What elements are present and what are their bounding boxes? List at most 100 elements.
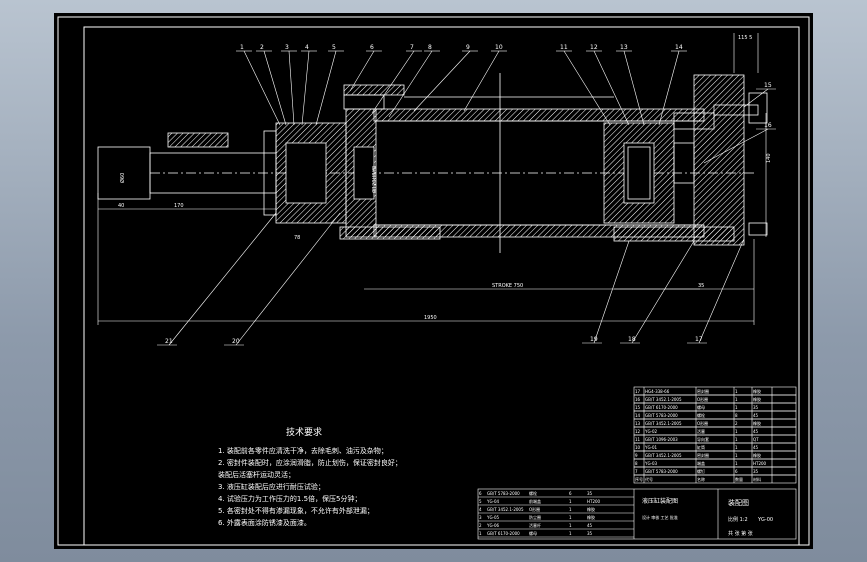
title-cell: 6 (479, 491, 482, 496)
dimensions: 1950 STROKE 750 40 170 35 Ø120H8/f8 Ø60 … (97, 33, 772, 325)
balloon-number: 15 (764, 82, 772, 89)
bom-cell: 1 (735, 405, 738, 410)
note-line: 6. 外露表面涂防锈漆及面漆。 (218, 518, 311, 527)
bom-cell: GB/T 5783-2000 (645, 413, 678, 418)
dim-left2: 170 (174, 203, 184, 209)
bom-cell: 1 (735, 445, 738, 450)
drawing-name: 液压缸装配图 (642, 497, 678, 505)
leader-lines (157, 50, 776, 346)
bom-cell: HG4-338-66 (645, 389, 670, 394)
bom-header-cell: 序号 (635, 476, 643, 482)
bom-cell: YG-02 (644, 429, 658, 434)
dim-top-right: 115 5 (738, 35, 752, 41)
title-cell: 35 (587, 491, 593, 496)
dim-stroke: STROKE 750 (492, 283, 523, 289)
bom-cell: 14 (635, 413, 641, 418)
title-cell: O形圈 (529, 506, 540, 512)
leader-line (388, 50, 433, 118)
leader-line (593, 50, 630, 126)
title-cell: GB/T 6170-2000 (487, 531, 520, 536)
balloon-number: 14 (675, 44, 683, 51)
balloon-number: 10 (495, 44, 503, 51)
title-cell: 前端盖 (529, 498, 541, 504)
bom-cell: 1 (735, 389, 738, 394)
title-cell: 2 (479, 523, 482, 528)
title-cell: YG-06 (486, 523, 500, 528)
leader-line (301, 50, 310, 126)
title-cell: 螺栓 (529, 490, 537, 496)
balloon-number: 20 (232, 338, 240, 345)
technical-notes: 技术要求 1. 装配前各零件应清洗干净，去除毛刺、油污及杂物； 2. 密封件装配时… (218, 426, 402, 527)
bom-cell: GB/T 1096-2003 (645, 437, 678, 442)
bom-cell: 橡胶 (753, 420, 761, 426)
bom-header-cell: 代号 (645, 476, 653, 482)
note-line: 1. 装配前各零件应清洗干净，去除毛刺、油污及杂物； (218, 446, 388, 455)
balloon-number: 11 (560, 44, 568, 51)
bom-cell: 45 (753, 445, 759, 450)
balloon-number: 5 (332, 44, 336, 51)
bom-cell: 16 (635, 397, 641, 402)
title-block-border (477, 488, 797, 540)
leader-line (413, 50, 471, 112)
balloon-number: 17 (695, 336, 703, 343)
bom-cell: 8 (735, 413, 738, 418)
bom-cell: GB/T 3452.1-2005 (645, 397, 682, 402)
bom-cell: 15 (635, 405, 641, 410)
bom-cell: 橡胶 (753, 388, 761, 394)
bom-cell: 螺钉 (697, 468, 705, 474)
bom-header-cell: 材料 (753, 476, 761, 482)
bom-cell: YG-01 (644, 445, 658, 450)
balloon-number: 3 (285, 44, 289, 51)
bom-cell: 6 (735, 469, 738, 474)
note-line: 5. 各密封处不得有渗漏现象，不允许有外部泄漏； (218, 506, 374, 515)
leader-line (371, 50, 415, 114)
designer-row: 设计 审核 工艺 批准 (642, 514, 678, 520)
leader-line (743, 88, 769, 108)
leader-line (315, 50, 337, 126)
bom-cell: 10 (635, 445, 641, 450)
bom-cell: 缸筒 (697, 444, 705, 450)
title-cell: 螺母 (529, 530, 537, 536)
bom-cell: 1 (735, 453, 738, 458)
bom-cell: 导向套 (697, 436, 709, 442)
balloon-number: 8 (428, 44, 432, 51)
leader-line (263, 50, 287, 126)
drawing-sheet: 1950 STROKE 750 40 170 35 Ø120H8/f8 Ø60 … (54, 13, 813, 549)
balloon-number: 21 (165, 338, 173, 345)
bom-cell: 1 (735, 397, 738, 402)
note-line: 2. 密封件装配时，应涂润滑脂，防止划伤，保证密封良好； (218, 458, 402, 467)
title-cell: 35 (587, 531, 593, 536)
title-cell: 6 (569, 491, 572, 496)
note-line: 3. 液压缸装配后应进行耐压试验； (218, 482, 325, 491)
bom-cell: 1 (735, 429, 738, 434)
title-cell: HT200 (587, 499, 601, 504)
cylinder-barrel (373, 108, 705, 122)
bom-cell: 9 (635, 453, 638, 458)
leader-line (168, 212, 277, 346)
title-cell: 活塞杆 (529, 522, 541, 528)
bom-cell: 活塞 (697, 428, 705, 434)
leader-line (703, 128, 769, 164)
leader-line (563, 50, 611, 126)
dim-vertical-right: 140 (766, 153, 772, 163)
bom-cell: 密封圈 (697, 388, 709, 394)
bom-cell: QT (753, 437, 759, 442)
leader-line (243, 50, 281, 126)
balloon-number: 19 (590, 336, 598, 343)
leader-line (349, 50, 375, 92)
bom-cell: 螺母 (697, 404, 705, 410)
notes-title: 技术要求 (286, 426, 322, 438)
leader-line (593, 240, 630, 344)
bom-cell: 端盖 (697, 460, 705, 466)
bom-header-cell: 名称 (697, 476, 705, 482)
bom-cell: 8 (635, 461, 638, 466)
bom-cell: 橡胶 (753, 452, 761, 458)
bom-cell: GB/T 5783-2000 (645, 469, 678, 474)
title-cell: 1 (569, 515, 572, 520)
balloon-number: 1 (240, 44, 244, 51)
bom-cell: GB/T 6170-2000 (645, 405, 678, 410)
unit-label: 装配图 (728, 498, 749, 507)
